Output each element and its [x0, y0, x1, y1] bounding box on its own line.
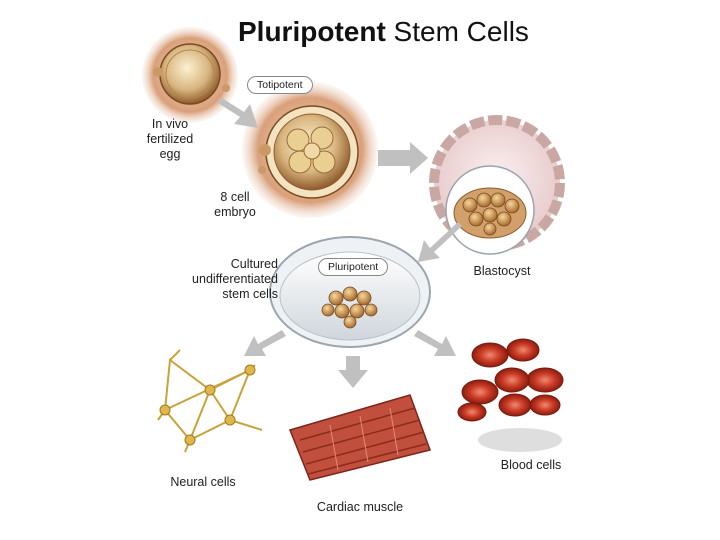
embryo-label-line: embryo — [214, 205, 256, 219]
fertilized-egg-label-line: In vivo — [151, 117, 189, 131]
blastocyst-label: Blastocyst — [473, 264, 531, 278]
embryo-illustration — [242, 82, 378, 218]
title-regular: Stem Cells — [393, 16, 529, 47]
fertilized-egg-label: In vivo fertilized egg — [135, 117, 205, 162]
neural-cells-illustration — [157, 349, 263, 453]
fertilized-egg-label-line: fertilized egg — [146, 132, 194, 161]
blood-cells-illustration — [457, 338, 564, 452]
pluripotent-badge: Pluripotent — [318, 258, 389, 276]
embryo-label-line: 8 cell — [220, 190, 250, 204]
page-title: Pluripotent Stem Cells — [238, 14, 529, 50]
cultured-label-line: undifferentiated — [192, 272, 278, 286]
totipotent-badge: Totipotent — [247, 76, 313, 94]
cardiac-muscle-illustration — [288, 394, 431, 481]
cultured-label: Cultured undifferentiated stem cells — [168, 257, 278, 302]
embryo-label: 8 cell embryo — [205, 190, 265, 220]
cultured-label-line: stem cells — [222, 287, 278, 301]
fertilized-egg-illustration — [142, 27, 238, 123]
cardiac-muscle-label: Cardiac muscle — [316, 500, 404, 514]
title-bold: Pluripotent — [238, 16, 386, 47]
blastocyst-illustration — [429, 115, 565, 255]
cultured-label-line: Cultured — [230, 257, 278, 271]
blood-cells-label: Blood cells — [500, 458, 562, 472]
flow-arrows — [218, 98, 462, 388]
petri-dish-illustration — [269, 236, 431, 348]
neural-cells-label: Neural cells — [170, 475, 236, 489]
